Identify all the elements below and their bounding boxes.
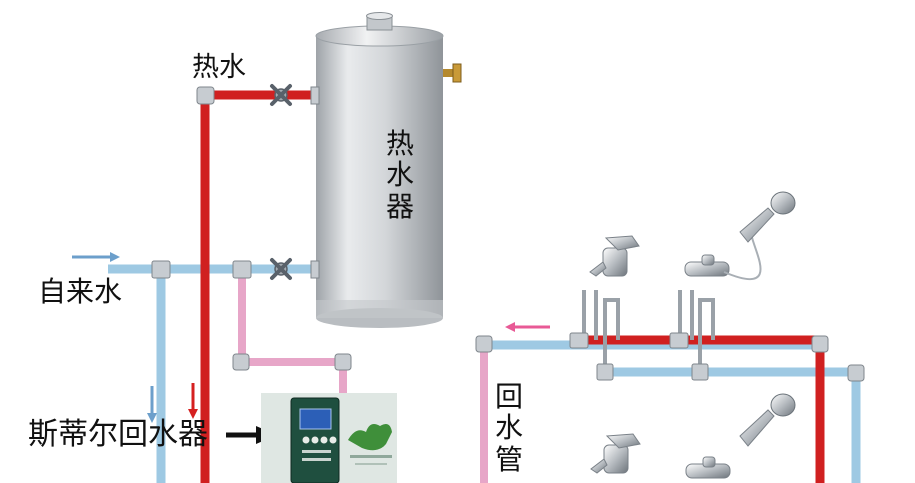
return-pipe-label: 回 水 管 (492, 381, 526, 475)
faucet-icon (590, 433, 641, 474)
controller-unit (261, 393, 397, 483)
return-pipe-label-char: 管 (494, 442, 523, 476)
hot-water-label: 热水 (192, 52, 246, 83)
arrow-icon (72, 252, 120, 262)
water-heater-label: 热 水 器 (383, 128, 417, 222)
shower-icon (723, 191, 796, 281)
faucet-icon (589, 235, 640, 277)
return-pipe-label-char: 水 (494, 411, 523, 445)
arrow-icon (505, 322, 550, 332)
water-heater-label-char: 器 (385, 189, 414, 223)
return-pipe-label-char: 回 (494, 380, 523, 413)
valve-icon (270, 84, 292, 106)
arrow-icon (188, 383, 198, 419)
faucet-icon (685, 456, 731, 479)
water-heater-label-char: 热 (385, 127, 414, 160)
water-heater-tank (315, 12, 462, 328)
tap-water-label: 自来水 (38, 275, 123, 308)
pipe-fittings (151, 86, 865, 382)
valve-icon (270, 258, 292, 280)
device-name-label: 斯蒂尔回水器 (28, 417, 208, 452)
faucet-icon (684, 254, 730, 277)
water-heater-label-char: 水 (385, 158, 414, 192)
fixture-risers (582, 290, 715, 372)
arrow-icon (147, 386, 157, 423)
return-pipes (238, 269, 488, 483)
shower-icon (739, 393, 796, 447)
